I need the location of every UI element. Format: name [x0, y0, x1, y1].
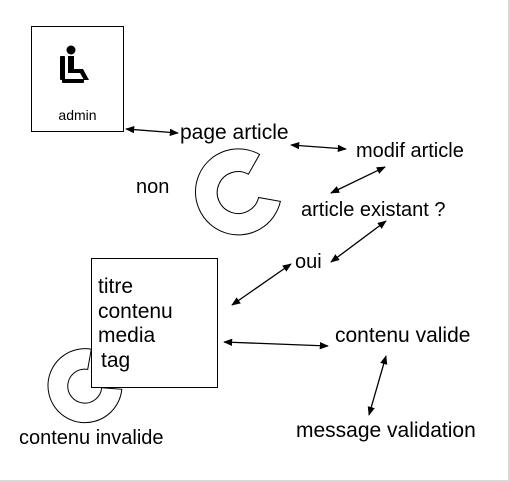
form-field-tag: tag	[101, 349, 131, 372]
arrow-modif-existant	[330, 166, 386, 194]
form-field-contenu: contenu	[98, 300, 173, 323]
label-contenu-valide: contenu valide	[335, 324, 471, 347]
wheelchair-user-icon	[60, 45, 89, 83]
label-message-validation: message validation	[296, 419, 476, 442]
article-form-box: titre contenu media tag	[91, 258, 218, 388]
label-oui: oui	[295, 251, 322, 273]
admin-label: admin	[58, 107, 97, 123]
arrow-existant-oui	[330, 220, 387, 263]
arrow-valide-message	[367, 355, 388, 416]
arrow-form-valide	[223, 338, 329, 350]
label-article-existant: article existant ?	[301, 199, 446, 221]
label-modif-article: modif article	[356, 140, 464, 162]
label-contenu-invalide: contenu invalide	[19, 427, 164, 449]
label-page-article: page article	[180, 121, 289, 144]
label-non: non	[136, 176, 170, 198]
ring-upper	[195, 148, 282, 236]
arrow-oui-form	[231, 263, 292, 306]
form-field-media: media	[98, 324, 156, 347]
arrow-page-modif	[290, 141, 347, 153]
arrow-admin-page	[125, 125, 179, 137]
admin-actor-box: admin	[31, 26, 124, 132]
ring-lower	[47, 348, 123, 424]
form-field-titre: titre	[98, 275, 134, 298]
